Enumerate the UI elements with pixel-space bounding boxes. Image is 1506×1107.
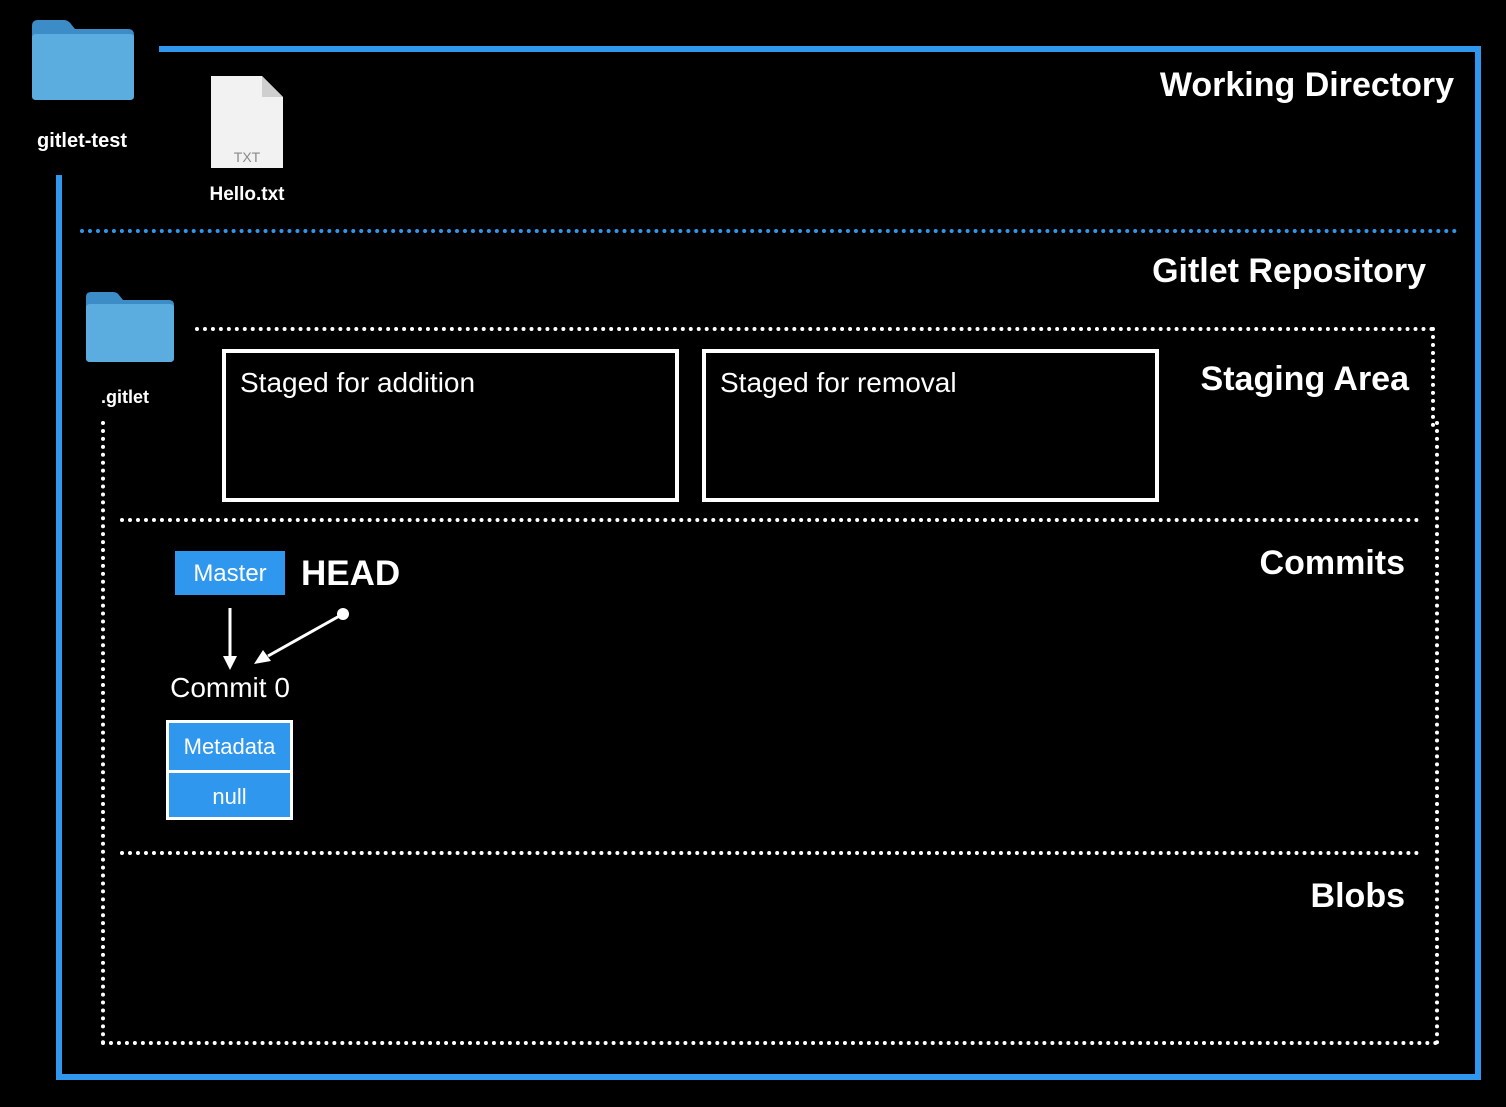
staged-for-addition-box[interactable]: Staged for addition [222, 349, 679, 502]
commit-parent-cell: null [212, 784, 247, 809]
text-file-icon[interactable] [210, 75, 284, 174]
arrow-head-icon [223, 656, 237, 670]
pointer-arrows [223, 608, 349, 670]
repository-border-right-upper [1431, 327, 1435, 427]
working-directory-border-left [56, 175, 62, 1080]
repository-border [101, 421, 1439, 1045]
commit-0-label: Commit 0 [170, 672, 290, 703]
working-directory-border-right [1475, 46, 1481, 1080]
repository-border-top [195, 327, 1435, 331]
head-pointer-label: HEAD [301, 554, 401, 593]
folder-icon[interactable] [84, 290, 176, 369]
folder-icon[interactable] [30, 18, 136, 107]
staged-for-removal-box[interactable]: Staged for removal [702, 349, 1159, 502]
staging-area-title: Staging Area [1200, 360, 1409, 398]
working-directory-border-top [159, 46, 1481, 52]
working-directory-title: Working Directory [1159, 66, 1454, 104]
commits-separator [120, 518, 1420, 522]
working-directory-border-bottom [56, 1074, 1481, 1080]
commits-title: Commits [1259, 544, 1405, 582]
folder-label-gitlet: .gitlet [101, 387, 149, 407]
file-type-label: TXT [233, 149, 261, 165]
master-branch-pointer[interactable]: Master [175, 551, 285, 595]
blobs-separator [120, 851, 1420, 855]
folder-label-gitlet-test: gitlet-test [37, 130, 127, 152]
commit-0-box[interactable]: Metadata null [166, 720, 293, 820]
arrow-head-icon [254, 650, 271, 664]
working-directory-separator [80, 229, 1458, 233]
gitlet-repository-title: Gitlet Repository [1152, 252, 1426, 290]
staged-for-addition-label: Staged for addition [240, 367, 476, 398]
commit-metadata-cell: Metadata [169, 723, 290, 773]
staged-for-removal-label: Staged for removal [720, 367, 957, 398]
file-name-label: Hello.txt [209, 184, 285, 205]
blobs-title: Blobs [1310, 877, 1405, 915]
